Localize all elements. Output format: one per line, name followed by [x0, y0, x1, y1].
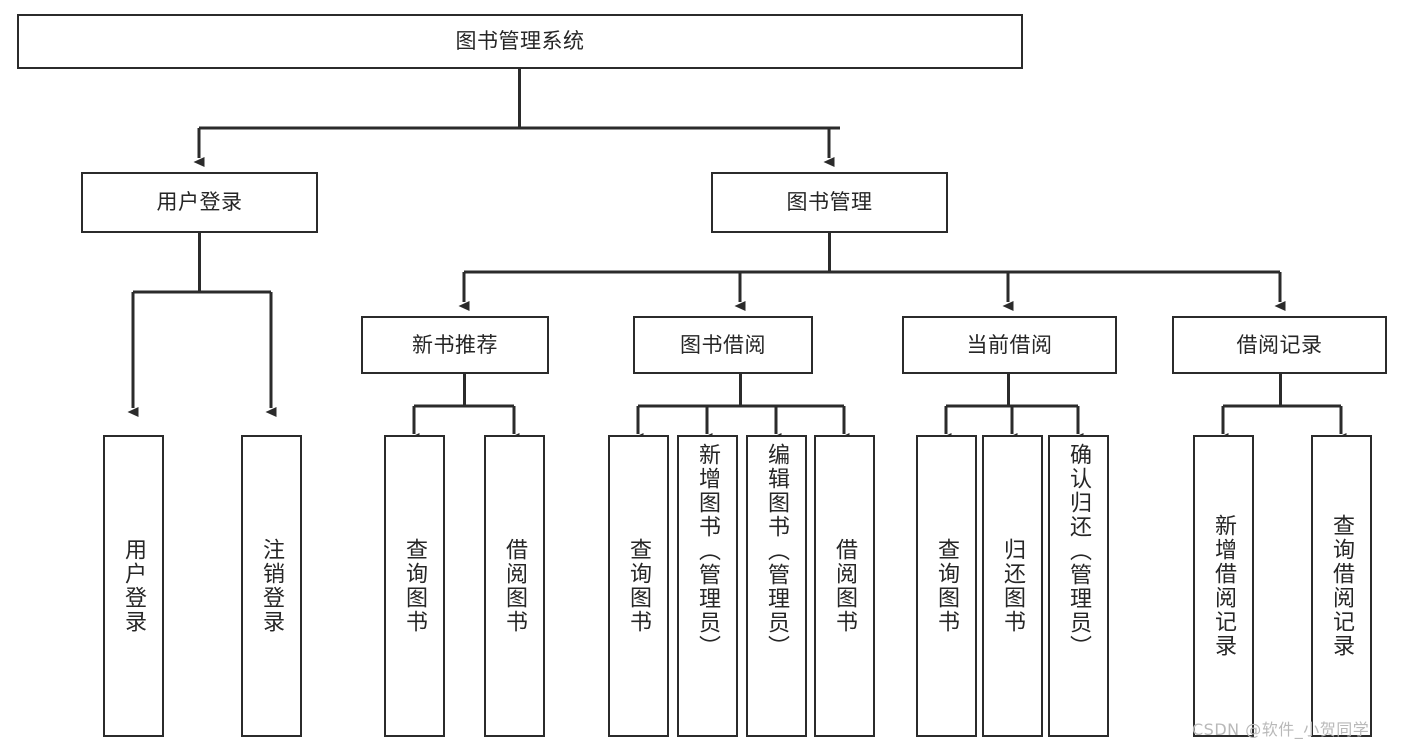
leaf-user-login-logout-label: 注销登录 — [259, 538, 285, 634]
leaf-book-borrow-query-book[interactable]: 查询图书 — [608, 435, 669, 737]
leaf-borrow-record-query-record[interactable]: 查询借阅记录 — [1311, 435, 1372, 737]
node-root-book-management-system[interactable]: 图书管理系统 — [17, 14, 1023, 69]
node-root-label: 图书管理系统 — [455, 29, 585, 54]
node-borrow-record-label: 借阅记录 — [1236, 332, 1323, 357]
node-book-management[interactable]: 图书管理 — [711, 172, 948, 233]
leaf-book-borrow-add-book[interactable]: 新增图书（管理员） — [677, 435, 738, 737]
leaf-current-borrow-query-book[interactable]: 查询图书 — [916, 435, 977, 737]
leaf-borrow-record-add-record-label: 新增借阅记录 — [1211, 514, 1237, 658]
node-new-book-recommend-label: 新书推荐 — [412, 332, 498, 357]
leaf-book-borrow-add-book-label: 新增图书（管理员） — [695, 443, 721, 659]
leaf-book-borrow-edit-book[interactable]: 编辑图书（管理员） — [746, 435, 807, 737]
node-book-borrow[interactable]: 图书借阅 — [633, 316, 813, 374]
leaf-current-borrow-confirm-return[interactable]: 确认归还（管理员） — [1048, 435, 1109, 737]
node-book-management-label: 图书管理 — [786, 190, 873, 215]
leaf-book-borrow-edit-book-label: 编辑图书（管理员） — [764, 443, 790, 659]
leaf-borrow-record-add-record[interactable]: 新增借阅记录 — [1193, 435, 1254, 737]
leaf-new-book-borrow-book-label: 借阅图书 — [502, 538, 528, 634]
node-current-borrow[interactable]: 当前借阅 — [902, 316, 1117, 374]
leaf-user-login-login[interactable]: 用户登录 — [103, 435, 164, 737]
leaf-book-borrow-borrow-book[interactable]: 借阅图书 — [814, 435, 875, 737]
leaf-current-borrow-query-book-label: 查询图书 — [934, 538, 960, 634]
node-new-book-recommend[interactable]: 新书推荐 — [361, 316, 549, 374]
node-user-login-label: 用户登录 — [156, 190, 243, 215]
node-borrow-record[interactable]: 借阅记录 — [1172, 316, 1387, 374]
leaf-new-book-query-book[interactable]: 查询图书 — [384, 435, 445, 737]
leaf-current-borrow-return-book[interactable]: 归还图书 — [982, 435, 1043, 737]
leaf-user-login-logout[interactable]: 注销登录 — [241, 435, 302, 737]
leaf-current-borrow-confirm-return-label: 确认归还（管理员） — [1066, 443, 1092, 659]
leaf-book-borrow-query-book-label: 查询图书 — [626, 538, 652, 634]
node-book-borrow-label: 图书借阅 — [680, 332, 766, 357]
leaf-user-login-login-label: 用户登录 — [121, 538, 147, 634]
leaf-current-borrow-return-book-label: 归还图书 — [1000, 538, 1026, 634]
leaf-borrow-record-query-record-label: 查询借阅记录 — [1329, 514, 1355, 658]
leaf-new-book-borrow-book[interactable]: 借阅图书 — [484, 435, 545, 737]
node-current-borrow-label: 当前借阅 — [966, 332, 1053, 357]
node-user-login[interactable]: 用户登录 — [81, 172, 318, 233]
leaf-book-borrow-borrow-book-label: 借阅图书 — [832, 538, 858, 634]
leaf-new-book-query-book-label: 查询图书 — [402, 538, 428, 634]
